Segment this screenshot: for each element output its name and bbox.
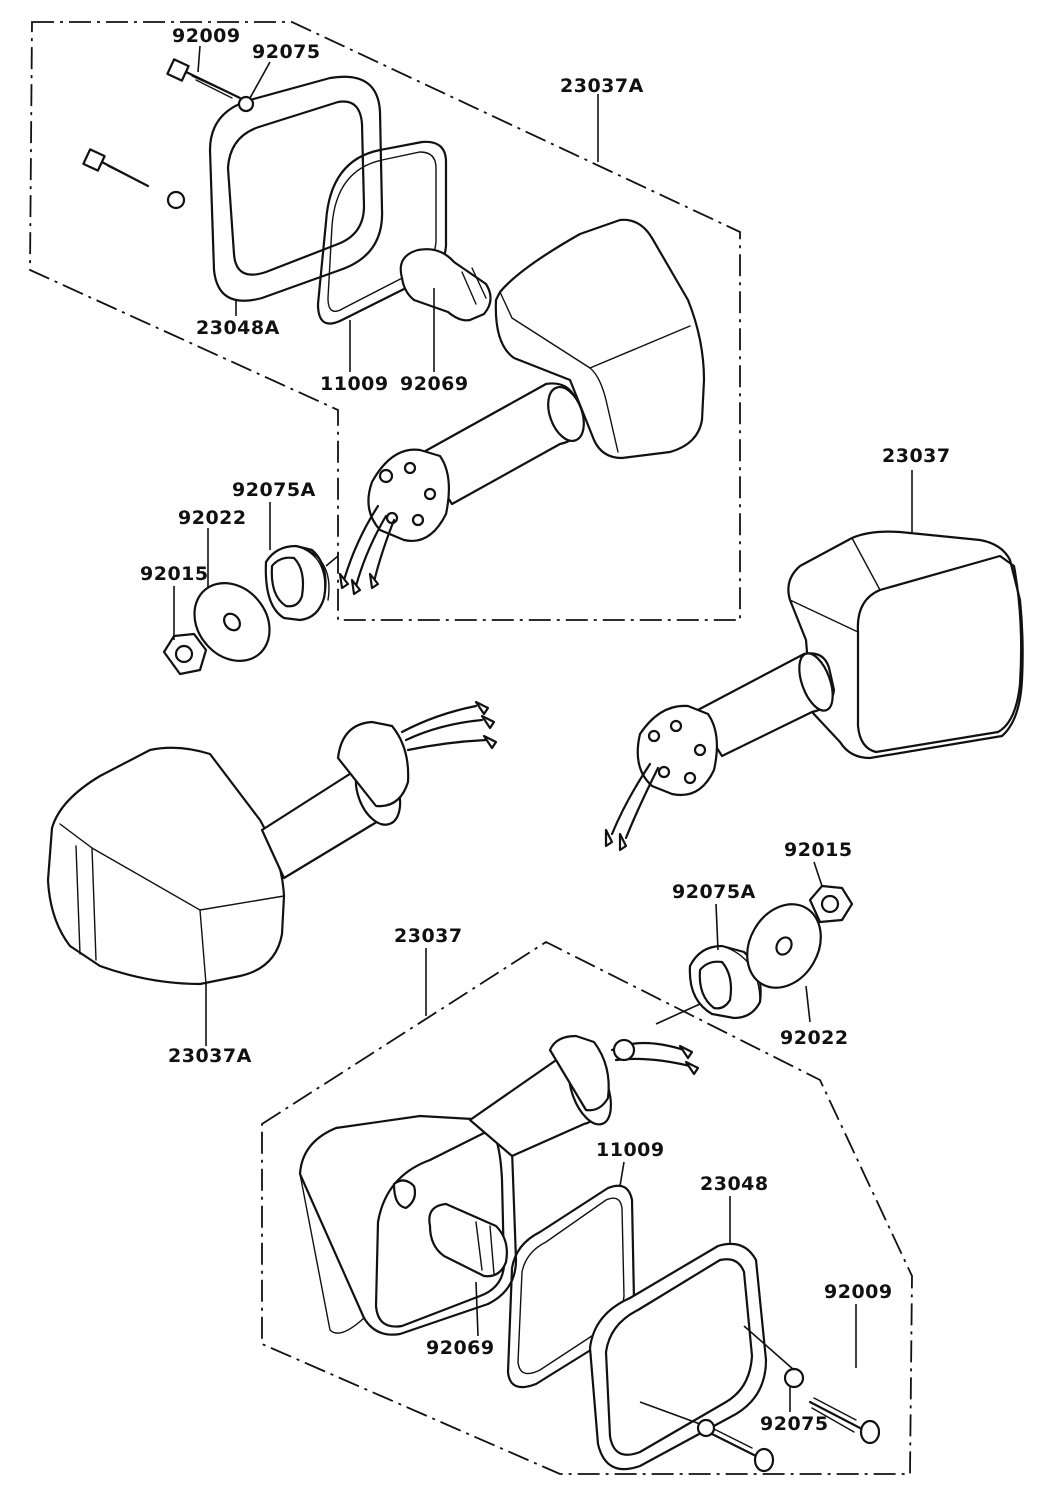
label-92069-top: 92069 bbox=[400, 373, 469, 395]
top-screws-92009 bbox=[82, 58, 242, 188]
top-nut-92015 bbox=[162, 632, 208, 676]
bottom-screws-92009 bbox=[706, 1397, 881, 1473]
bottom-assembly-outline bbox=[261, 940, 913, 1475]
top-lens-23048A bbox=[208, 75, 384, 302]
top-stem bbox=[338, 382, 585, 596]
label-92009-top: 92009 bbox=[172, 25, 241, 47]
label-23048-bottom: 23048 bbox=[700, 1173, 769, 1195]
label-23037A-left: 23037A bbox=[168, 1045, 252, 1067]
right-signal-23037 bbox=[604, 530, 1024, 852]
top-washer-92022 bbox=[193, 582, 271, 662]
label-92075-bottom: 92075 bbox=[760, 1413, 829, 1435]
bottom-lens-23048 bbox=[588, 1242, 768, 1471]
label-92009-bottom: 92009 bbox=[824, 1281, 893, 1303]
bottom-nut-92075-lower bbox=[696, 1418, 716, 1438]
bottom-bulb-92069 bbox=[428, 1202, 508, 1278]
label-92075A-top: 92075A bbox=[232, 479, 316, 501]
top-housing-23037A bbox=[494, 218, 706, 460]
label-23037-right: 23037 bbox=[882, 445, 951, 467]
top-grommet-92075A bbox=[264, 544, 339, 622]
top-nut-92075 bbox=[237, 95, 255, 113]
label-11009-top: 11009 bbox=[320, 373, 389, 395]
label-92015-top: 92015 bbox=[140, 563, 209, 585]
label-92022-top: 92022 bbox=[178, 507, 247, 529]
top-bulb-92069 bbox=[399, 248, 492, 322]
bottom-housing-23037 bbox=[298, 1034, 700, 1336]
label-23037A-top: 23037A bbox=[560, 75, 644, 97]
label-92015-bottom: 92015 bbox=[784, 839, 853, 861]
top-gasket-11009 bbox=[316, 140, 448, 325]
label-92022-bottom: 92022 bbox=[780, 1027, 849, 1049]
label-23048A: 23048A bbox=[196, 317, 280, 339]
label-11009-bottom: 11009 bbox=[596, 1139, 665, 1161]
bottom-washer-92022 bbox=[746, 903, 822, 989]
bottom-grommet-92075A bbox=[688, 944, 762, 1020]
label-92069-bottom: 92069 bbox=[426, 1337, 495, 1359]
top-nut-92075-lower bbox=[166, 190, 186, 210]
label-92075-top: 92075 bbox=[252, 41, 321, 63]
label-92075A-bottom: 92075A bbox=[672, 881, 756, 903]
top-assembly-outline bbox=[29, 21, 741, 621]
label-23037-bottom: 23037 bbox=[394, 925, 463, 947]
bottom-nut-92075 bbox=[783, 1367, 805, 1389]
left-housing-23037A bbox=[46, 700, 498, 986]
